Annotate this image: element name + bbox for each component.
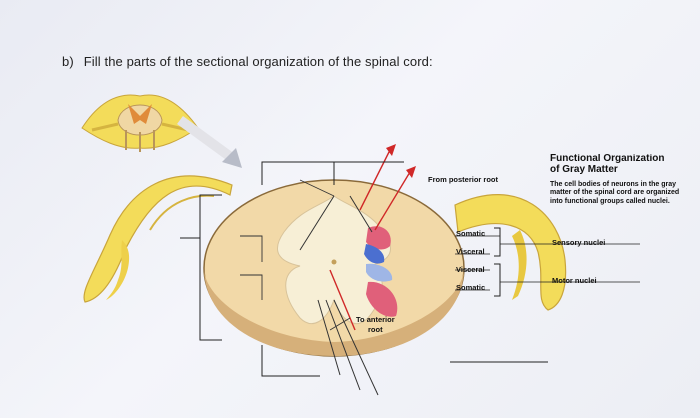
from-posterior-root-label: From posterior root [428,175,499,184]
blank-bracket-left [199,194,222,341]
visceral-motor-region [366,263,393,282]
somatic-motor-region [366,281,398,317]
inner-label-somatic-2: Somatic [456,283,486,292]
functional-organization-title: Functional Organization of Gray Matter [550,154,690,175]
motor-bracket [494,263,501,297]
to-anterior-root-label-line1: To anterior [356,315,395,324]
visceral-sensory-region [364,244,385,264]
sensory-bracket [494,227,501,257]
question-prefix: b) [62,54,74,69]
functional-title-line2: of Gray Matter [550,163,618,175]
spinal-cord-cross-section [203,179,465,357]
question-text: Fill the parts of the sectional organiza… [83,54,433,69]
right-spinal-nerve [454,194,567,311]
inner-label-visceral-2: Visceral [456,265,485,274]
question-heading: b) Fill the parts of the sectional organi… [62,54,433,69]
anterior-arrow [329,269,356,331]
posterior-arrow-2 [374,171,411,231]
posterior-arrow-1 [359,149,391,211]
inner-label-somatic-1: Somatic [456,229,486,238]
blank-bracket-bottom [261,345,320,377]
thumbnail-spinal-cord [81,94,199,152]
sensory-nuclei-label: Sensory nuclei [552,238,606,247]
left-spinal-nerve [83,175,233,303]
inner-label-visceral-1: Visceral [456,247,485,256]
blank-bracket-top [261,161,335,185]
motor-nuclei-label: Motor nuclei [552,276,597,285]
somatic-sensory-region [366,226,391,250]
zoom-arrow [177,115,235,163]
functional-title-line1: Functional Organization [550,154,665,164]
to-anterior-root-label-line2: root [368,325,383,334]
functional-organization-description: The cell bodies of neurons in the gray m… [550,181,680,205]
